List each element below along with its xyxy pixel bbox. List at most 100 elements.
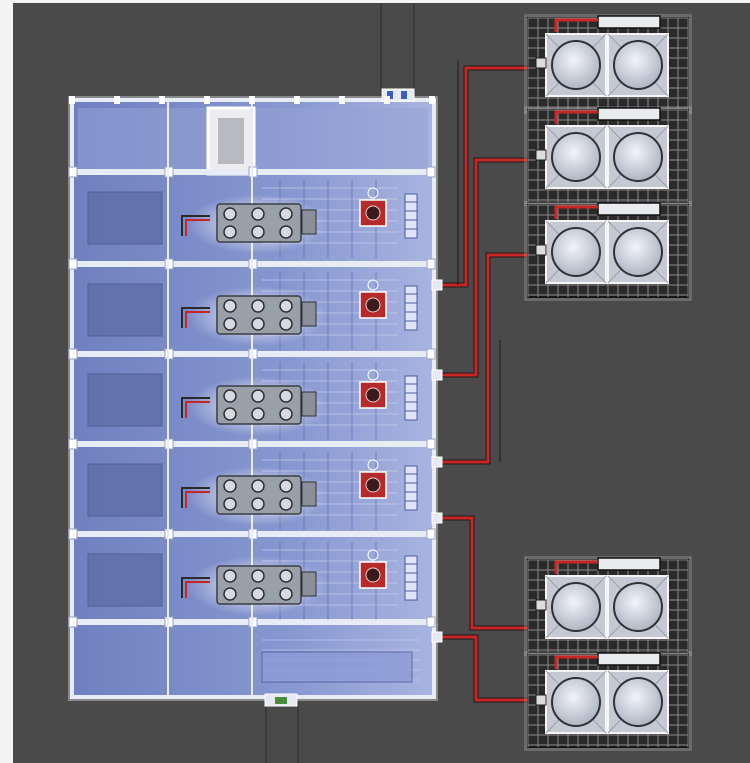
side-cabinet	[404, 555, 418, 601]
unit-loop-pipe	[554, 560, 598, 574]
manifold-line	[185, 219, 210, 236]
bay-panel	[87, 463, 163, 517]
manifold-port	[251, 407, 265, 421]
manifold-port	[223, 569, 237, 583]
manifold-port	[223, 479, 237, 493]
unit-header	[597, 557, 661, 571]
fan-disc	[613, 677, 663, 727]
pipe-connector	[431, 512, 443, 524]
unit-inlet	[535, 57, 547, 69]
manifold-line	[185, 491, 210, 508]
side-cabinet	[404, 465, 418, 511]
manifold-line	[181, 487, 210, 508]
frame-tick	[339, 96, 345, 104]
cooling-unit	[524, 14, 692, 114]
supply-pipe	[436, 516, 536, 630]
column-node	[68, 258, 78, 270]
bay-panel	[87, 283, 163, 337]
manifold-line	[181, 397, 210, 418]
valve-wheel	[365, 205, 381, 221]
bay-panel	[87, 373, 163, 427]
top-marker-dot	[387, 91, 393, 99]
manifold-port	[223, 587, 237, 601]
valve-indicator	[367, 459, 379, 471]
supply-pipe	[436, 635, 536, 702]
cooling-unit	[524, 201, 692, 301]
unit-inlet	[535, 149, 547, 161]
manifold-port	[279, 407, 293, 421]
valve-wheel	[365, 297, 381, 313]
column-node	[426, 166, 436, 178]
manifold-port	[223, 225, 237, 239]
supply-pipe	[436, 253, 536, 464]
valve-wheel	[365, 567, 381, 583]
manifold-port	[251, 569, 265, 583]
manifold-port	[223, 299, 237, 313]
unit-header	[597, 15, 661, 29]
supply-pipe	[436, 158, 536, 377]
column-node	[426, 258, 436, 270]
side-cabinet	[404, 193, 418, 239]
column-node	[68, 166, 78, 178]
fan-disc	[551, 227, 601, 277]
frame-tick	[114, 96, 120, 104]
manifold-port	[223, 497, 237, 511]
bay-panel	[87, 553, 163, 607]
bay	[87, 452, 418, 530]
manifold-line	[181, 307, 210, 328]
frame-tick	[204, 96, 210, 104]
manifold-port	[251, 207, 265, 221]
side-cabinet	[404, 375, 418, 421]
unit-loop-pipe	[554, 655, 598, 669]
fan-disc	[613, 582, 663, 632]
manifold-port	[251, 299, 265, 313]
bay	[87, 362, 418, 440]
frame-tick	[384, 96, 390, 104]
column-node	[426, 616, 436, 628]
manifold-line	[185, 311, 210, 328]
frame-tick	[69, 96, 75, 104]
manifold-port	[279, 317, 293, 331]
pipe-network	[431, 62, 536, 703]
frame-tick	[294, 96, 300, 104]
frame-tick	[429, 96, 435, 104]
unit-loop-pipe	[554, 110, 598, 124]
manifold-port	[251, 389, 265, 403]
unit-loop-pipe	[554, 18, 598, 32]
utility-panel	[261, 651, 413, 683]
column-node	[68, 616, 78, 628]
pipe-connector	[431, 369, 443, 381]
entrance-marker-dot	[275, 697, 287, 704]
manifold-cap	[301, 301, 317, 327]
manifold-port	[279, 587, 293, 601]
column-node	[68, 438, 78, 450]
manifold-port	[223, 389, 237, 403]
manifold-port	[279, 569, 293, 583]
bay	[87, 180, 418, 258]
unit-inlet	[535, 244, 547, 256]
column-node	[426, 348, 436, 360]
side-cabinet	[404, 285, 418, 331]
fan-disc	[551, 132, 601, 182]
bay	[87, 272, 418, 350]
manifold-cap	[301, 391, 317, 417]
fan-disc	[613, 40, 663, 90]
manifold-port	[251, 497, 265, 511]
bay-panel	[87, 191, 163, 245]
fan-disc	[613, 227, 663, 277]
frame-tick	[159, 96, 165, 104]
manifold-port	[251, 317, 265, 331]
frame-tick	[249, 96, 255, 104]
valve-indicator	[367, 369, 379, 381]
unit-header	[597, 652, 661, 666]
unit-loop-pipe	[554, 205, 598, 219]
manifold-port	[279, 299, 293, 313]
valve-indicator	[367, 187, 379, 199]
unit-header	[597, 202, 661, 216]
manifold-line	[181, 215, 210, 236]
manifold-cap	[301, 209, 317, 235]
cooling-unit	[524, 556, 692, 656]
roof-hatch-inner	[218, 118, 244, 164]
unit-header	[597, 107, 661, 121]
